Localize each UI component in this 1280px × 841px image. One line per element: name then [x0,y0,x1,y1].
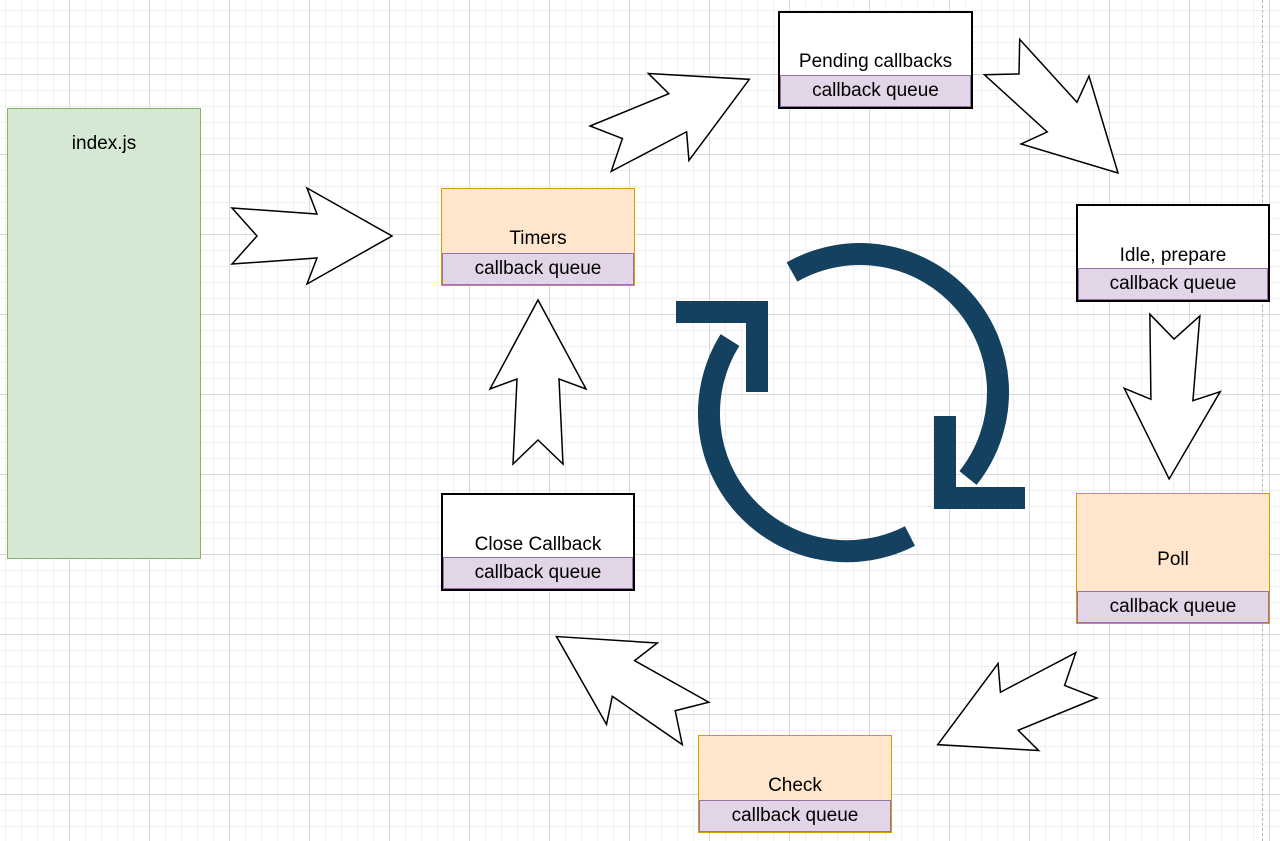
entry-script-label: index.js [71,133,137,154]
phase-check-label: Check [768,775,822,796]
phase-pending-callbacks[interactable]: Pending callbacks callback queue [778,11,973,109]
arrow-pending-to-idle[interactable] [968,23,1152,207]
arrow-entry-to-timers[interactable] [230,186,394,286]
arrow-check-to-close[interactable] [531,596,721,764]
phase-timers-label: Timers [509,228,567,249]
phase-poll[interactable]: Poll callback queue [1076,493,1270,624]
phase-pending-queue: callback queue [780,75,971,107]
phase-timers-queue: callback queue [442,253,634,285]
arrow-timers-to-pending[interactable] [580,36,769,192]
phase-idle-prepare[interactable]: Idle, prepare callback queue [1076,204,1270,302]
refresh-cycle-icon [676,243,1025,563]
phase-poll-queue: callback queue [1077,591,1269,623]
phase-close-label: Close Callback [474,534,602,555]
phase-close-queue: callback queue [443,557,633,589]
phase-pending-label: Pending callbacks [798,51,953,72]
arrow-close-to-timers[interactable] [488,298,588,466]
phase-idle-label: Idle, prepare [1119,245,1227,266]
phase-timers[interactable]: Timers callback queue [441,188,635,286]
phase-check[interactable]: Check callback queue [698,735,892,833]
phase-check-queue: callback queue [699,800,891,832]
page-boundary-line [1262,0,1263,841]
arrow-idle-to-poll[interactable] [1121,312,1223,481]
phase-close-callback[interactable]: Close Callback callback queue [441,493,635,591]
entry-script-box[interactable]: index.js [7,108,201,559]
phase-idle-queue: callback queue [1078,268,1268,300]
phase-poll-label: Poll [1157,549,1189,570]
arrow-poll-to-check[interactable] [917,632,1106,788]
